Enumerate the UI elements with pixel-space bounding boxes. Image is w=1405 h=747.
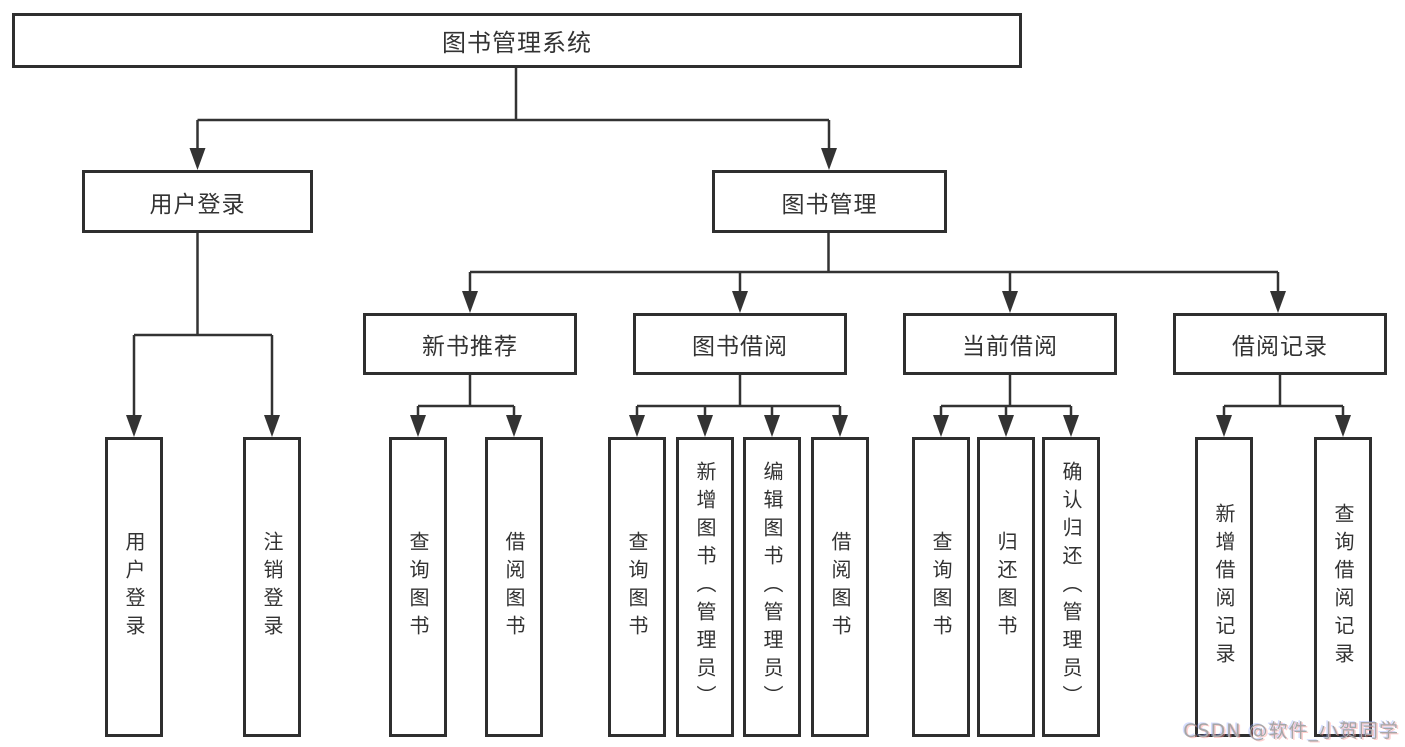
leaf-return-books: 归还图书: [977, 437, 1035, 737]
arrowhead: [264, 415, 280, 437]
leaf-query-borrow-record: 查询借阅记录: [1314, 437, 1372, 737]
node-book-borrow: 图书借阅: [633, 313, 847, 375]
connector-current-borrow-to-children: [939, 375, 1073, 419]
arrowhead: [764, 415, 780, 437]
node-current-borrow: 当前借阅: [903, 313, 1117, 375]
node-label: 新增图书（管理员）: [693, 461, 717, 713]
arrowhead: [1002, 291, 1018, 313]
node-label: 查询借阅记录: [1331, 503, 1355, 671]
node-label: 查询图书: [929, 531, 953, 643]
arrowhead: [832, 415, 848, 437]
node-label: 用户登录: [122, 531, 146, 643]
arrowhead: [126, 415, 142, 437]
node-new-book-recommend: 新书推荐: [363, 313, 577, 375]
leaf-borrow-books: 借阅图书: [811, 437, 869, 737]
node-label: 用户登录: [149, 191, 246, 218]
node-label: 注销登录: [260, 531, 284, 643]
node-label: 新书推荐: [422, 334, 518, 360]
node-label: 归还图书: [994, 531, 1018, 643]
leaf-add-books-admin: 新增图书（管理员）: [676, 437, 734, 737]
arrowhead: [998, 415, 1014, 437]
arrowhead: [506, 415, 522, 437]
leaf-confirm-return-admin: 确认归还（管理员）: [1042, 437, 1100, 737]
arrowhead: [410, 415, 426, 437]
leaf-query-books-current: 查询图书: [912, 437, 970, 737]
node-label: 借阅记录: [1232, 334, 1328, 360]
connector-root-to-level2: [196, 68, 831, 152]
node-label: 确认归还（管理员）: [1059, 461, 1083, 713]
leaf-user-login: 用户登录: [105, 437, 163, 737]
csdn-watermark: CSDN @软件_小贺同学: [1183, 720, 1399, 742]
arrowhead: [732, 291, 748, 313]
arrowhead: [1216, 415, 1232, 437]
leaf-query-books-borrow: 查询图书: [608, 437, 666, 737]
arrowhead: [462, 291, 478, 313]
arrowhead: [629, 415, 645, 437]
leaf-add-borrow-record: 新增借阅记录: [1195, 437, 1253, 737]
connector-borrow-records-to-children: [1222, 375, 1345, 419]
connector-book-borrow-to-children: [635, 375, 842, 419]
connector-user-login-to-children: [132, 233, 274, 419]
node-label: 图书管理系统: [442, 29, 592, 57]
arrowhead: [1063, 415, 1079, 437]
leaf-logout: 注销登录: [243, 437, 301, 737]
node-label: 借阅图书: [502, 531, 526, 643]
node-label: 图书管理: [781, 191, 878, 218]
node-label: 查询图书: [625, 531, 649, 643]
connector-book-management-to-level3: [468, 233, 1280, 295]
connector-new-book-recommend-to-children: [416, 375, 516, 419]
leaf-borrow-books-recommend: 借阅图书: [485, 437, 543, 737]
node-label: 当前借阅: [962, 334, 1058, 360]
arrowhead: [1270, 291, 1286, 313]
node-label: 编辑图书（管理员）: [760, 461, 784, 713]
leaf-edit-books-admin: 编辑图书（管理员）: [743, 437, 801, 737]
node-user-login: 用户登录: [82, 170, 313, 233]
node-label: 查询图书: [406, 531, 430, 643]
arrowhead: [1335, 415, 1351, 437]
node-borrow-records: 借阅记录: [1173, 313, 1387, 375]
arrowhead: [697, 415, 713, 437]
arrowhead: [189, 148, 206, 170]
leaf-query-books-recommend: 查询图书: [389, 437, 447, 737]
node-book-management: 图书管理: [712, 170, 947, 233]
node-label: 图书借阅: [692, 334, 788, 360]
arrowhead: [821, 148, 837, 170]
node-root-system: 图书管理系统: [12, 13, 1022, 68]
node-label: 新增借阅记录: [1212, 503, 1236, 671]
arrowhead: [933, 415, 949, 437]
node-label: 借阅图书: [828, 531, 852, 643]
